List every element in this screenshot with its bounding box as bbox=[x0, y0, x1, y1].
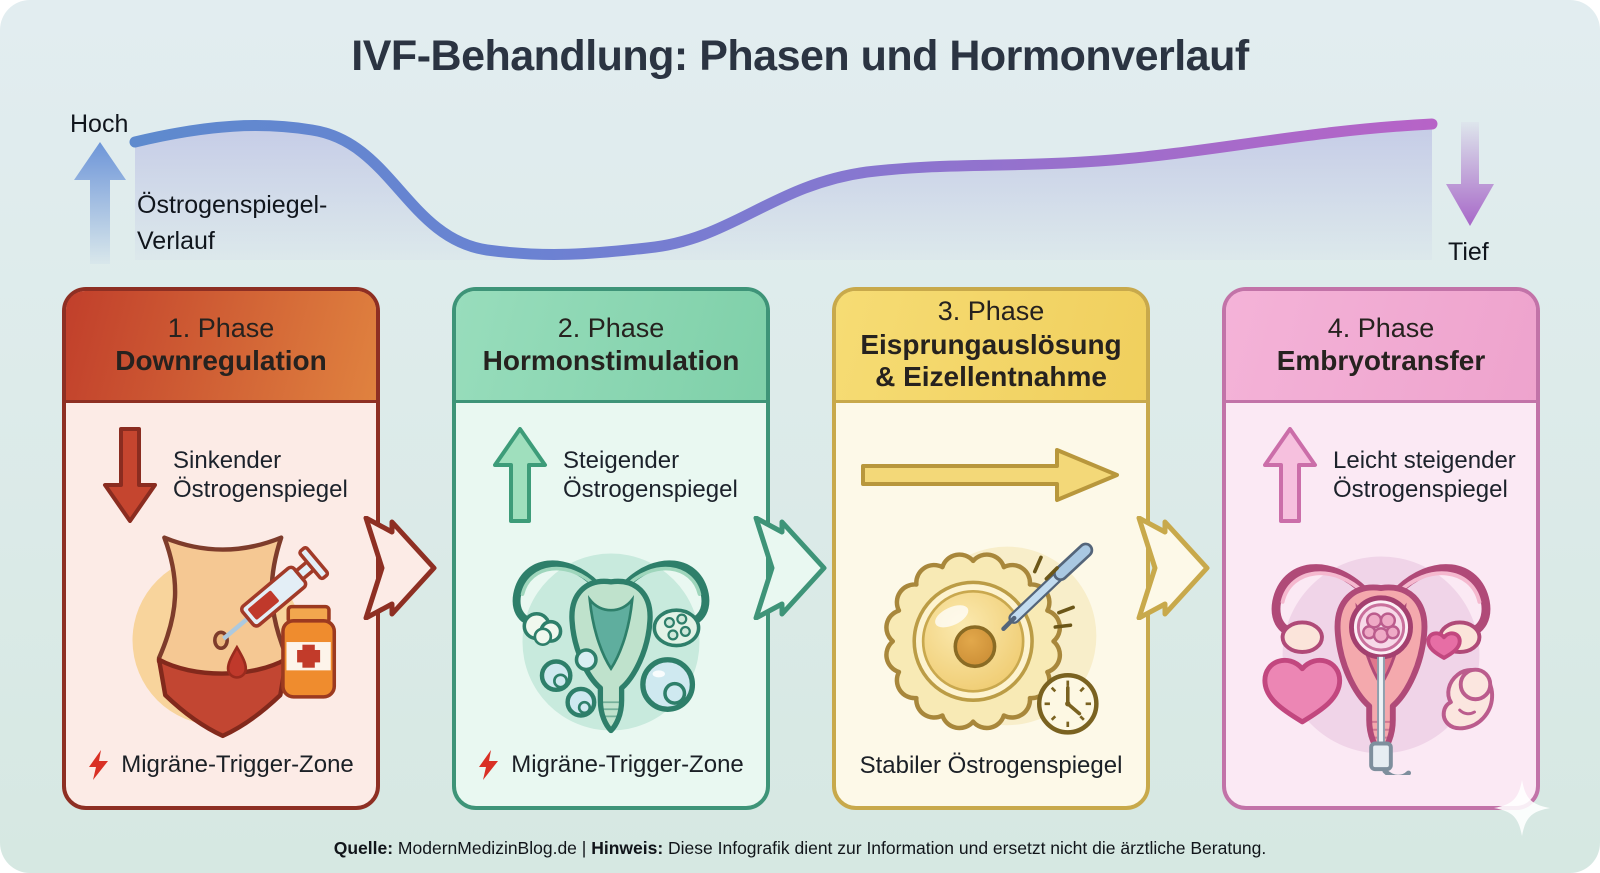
footer-note: Quelle: ModernMedizinBlog.de | Hinweis: … bbox=[0, 838, 1600, 859]
arrow-down-icon bbox=[103, 427, 157, 523]
caption-row: Stabiler Östrogenspiegel bbox=[860, 752, 1123, 780]
arrow-up-icon bbox=[493, 427, 547, 523]
caption-row: Migräne-Trigger-Zone bbox=[88, 750, 354, 780]
phase-card-embryotransfer: 4. Phase Embryotransfer Leicht steigende… bbox=[1222, 287, 1540, 810]
phase-card-downregulation: 1. Phase Downregulation Sinkender Östrog… bbox=[62, 287, 380, 810]
curve-line bbox=[129, 118, 1438, 260]
trend-row: Sinkender Östrogenspiegel bbox=[102, 427, 366, 523]
clock-icon bbox=[1036, 672, 1099, 735]
phase-header: 4. Phase Embryotransfer bbox=[1226, 291, 1536, 403]
axis-low-label: Tief bbox=[1448, 238, 1489, 266]
source-label: Quelle: bbox=[333, 838, 394, 858]
phase-card-hormonstimulation: 2. Phase Hormonstimulation Steigender Ös… bbox=[452, 287, 770, 810]
trend-text: Sinkender Östrogenspiegel bbox=[173, 446, 348, 503]
arrow-down-low-icon bbox=[1446, 122, 1494, 226]
drop-icon bbox=[226, 644, 248, 679]
trend-row: Leicht steigender Östrogenspiegel bbox=[1262, 427, 1526, 523]
phase-number: 2. Phase bbox=[557, 312, 665, 343]
phase-number: 1. Phase bbox=[167, 312, 275, 343]
phase-name-line2: & Eizellentnahme bbox=[875, 361, 1107, 393]
phase-name: Embryotransfer bbox=[1276, 345, 1486, 377]
phase-card-eisprung-eizellentnahme: 3. Phase Eisprungauslösung & Eizellentna… bbox=[832, 287, 1150, 810]
abdomen-injection-illustration bbox=[132, 535, 337, 739]
uterus-embryo-transfer-illustration bbox=[1262, 556, 1495, 775]
embryo-blastocyst-icon bbox=[1349, 595, 1413, 660]
heart-icon bbox=[1262, 657, 1343, 725]
ovary-left bbox=[522, 611, 563, 647]
egg-retrieval-needle-clock-illustration bbox=[884, 542, 1099, 735]
curve-label: Östrogenspiegel- Verlauf bbox=[137, 191, 328, 255]
note-label: Hinweis: bbox=[591, 838, 664, 858]
arrow-up-icon bbox=[1263, 427, 1317, 523]
phase-connector-arrow bbox=[752, 515, 828, 621]
caption-row: Migräne-Trigger-Zone bbox=[478, 750, 744, 780]
phase-name: Downregulation bbox=[115, 345, 327, 377]
transfer-catheter-icon bbox=[1369, 656, 1412, 775]
phase-header: 3. Phase Eisprungauslösung & Eizellentna… bbox=[836, 291, 1146, 403]
medicine-vial-icon bbox=[281, 604, 337, 699]
arrow-right-icon bbox=[861, 448, 1119, 502]
lightning-bolt-icon bbox=[89, 750, 109, 780]
lightning-bolt-icon bbox=[479, 750, 499, 780]
page-title: IVF-Behandlung: Phasen und Hormonverlauf bbox=[351, 32, 1249, 80]
phase-number: 4. Phase bbox=[1327, 312, 1435, 343]
phase-number: 3. Phase bbox=[937, 296, 1045, 327]
sparkle-icon bbox=[1494, 780, 1550, 836]
aspiration-needle-icon bbox=[1001, 542, 1094, 632]
note-text: Diese Infografik dient zur Information u… bbox=[663, 838, 1267, 858]
caption-text: Migräne-Trigger-Zone bbox=[511, 751, 744, 778]
phase-name: Eisprungauslösung bbox=[860, 329, 1122, 361]
trend-text: Steigender Östrogenspiegel bbox=[563, 446, 738, 503]
uterus-follicles-illustration bbox=[512, 553, 710, 734]
caption-text: Migräne-Trigger-Zone bbox=[121, 751, 354, 778]
axis-high-label: Hoch bbox=[70, 110, 129, 138]
phase-header: 1. Phase Downregulation bbox=[66, 291, 376, 403]
source-text: ModernMedizinBlog.de | bbox=[393, 838, 592, 858]
curve-area-fill bbox=[135, 124, 1432, 260]
arrow-up-high-icon bbox=[74, 142, 126, 264]
follicle-bubbles bbox=[539, 648, 696, 718]
small-heart-icon bbox=[1426, 631, 1462, 660]
phase-connector-arrow bbox=[362, 515, 438, 621]
trend-row bbox=[836, 427, 1146, 523]
ovary-right bbox=[652, 608, 701, 648]
phase-header: 2. Phase Hormonstimulation bbox=[456, 291, 766, 403]
trend-text: Leicht steigender Östrogenspiegel bbox=[1333, 446, 1516, 503]
caption-text: Stabiler Östrogenspiegel bbox=[859, 752, 1123, 779]
fetus-icon bbox=[1441, 667, 1495, 731]
phase-connector-arrow bbox=[1135, 515, 1211, 621]
phase-name: Hormonstimulation bbox=[482, 345, 740, 377]
trend-row: Steigender Östrogenspiegel bbox=[492, 427, 756, 523]
estrogen-curve-chart bbox=[129, 118, 1438, 260]
syringe-icon bbox=[222, 546, 330, 641]
spark-lines bbox=[1032, 555, 1075, 629]
